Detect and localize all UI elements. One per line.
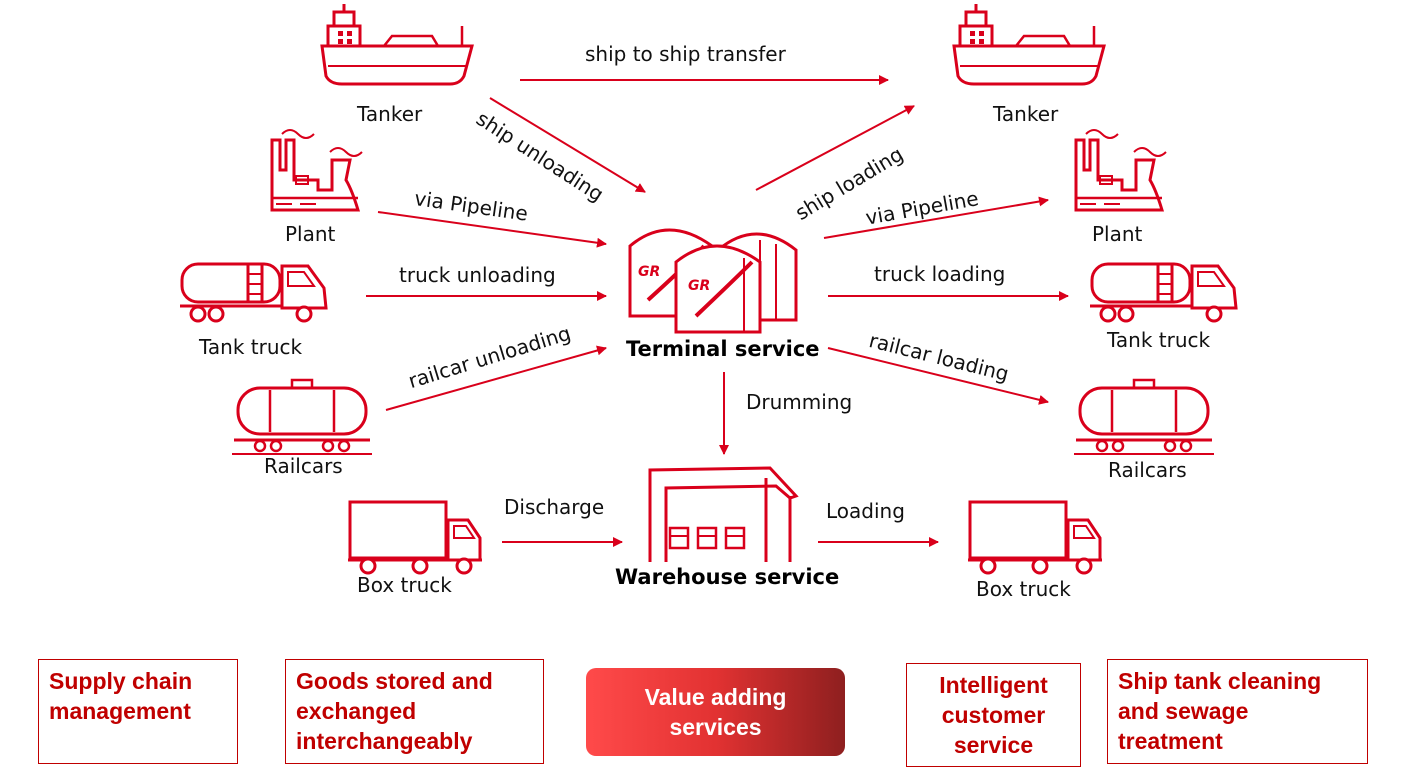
- node-plant-left: Plant: [285, 222, 336, 246]
- service-value-adding: Value adding services: [586, 668, 845, 756]
- tank-truck-left-icon: [178, 262, 328, 323]
- arrow-ship-loading: [755, 105, 915, 191]
- node-box-truck-left: Box truck: [357, 573, 452, 597]
- edge-drumming: Drumming: [746, 390, 853, 414]
- edge-loading: Loading: [826, 499, 905, 523]
- tank-logo-back: GR: [638, 264, 660, 280]
- service-goods-storage: Goods stored and exchanged interchangeab…: [285, 659, 544, 764]
- tank-truck-right-icon: [1088, 262, 1238, 323]
- node-railcars-left: Railcars: [264, 454, 343, 478]
- box-truck-right-icon: [966, 500, 1104, 575]
- arrow-ship-unloading: [489, 97, 646, 193]
- edge-ship-transfer: ship to ship transfer: [585, 42, 786, 66]
- arrow-pipeline-in: [377, 211, 607, 248]
- plant-right-icon: [1074, 128, 1168, 212]
- node-tanker-left: Tanker: [357, 102, 423, 126]
- hub-terminal-service: Terminal service: [626, 337, 820, 361]
- railcar-left-icon: [230, 378, 374, 456]
- tanker-left-icon: [320, 2, 474, 86]
- node-plant-right: Plant: [1092, 222, 1143, 246]
- edge-truck-loading: truck loading: [874, 262, 1006, 286]
- arrow-railcar-loading: [827, 347, 1049, 405]
- node-box-truck-right: Box truck: [976, 577, 1071, 601]
- box-truck-left-icon: [346, 500, 484, 575]
- arrow-pipeline-out: [823, 196, 1049, 239]
- tank-logo-front: GR: [688, 278, 710, 294]
- service-customer: Intelligent customer service: [906, 663, 1081, 767]
- node-tanker-right: Tanker: [993, 102, 1059, 126]
- flow-diagram: GR GR: [178, 2, 1238, 601]
- plant-left-icon: [270, 128, 364, 212]
- node-tank-truck-right: Tank truck: [1107, 328, 1211, 352]
- railcar-right-icon: [1072, 378, 1216, 456]
- node-tank-truck-left: Tank truck: [199, 335, 303, 359]
- edge-truck-unloading: truck unloading: [399, 263, 556, 287]
- service-ship-cleaning: Ship tank cleaning and sewage treatment: [1107, 659, 1368, 764]
- edge-discharge: Discharge: [504, 495, 605, 519]
- storage-tanks-icon: GR GR: [628, 228, 798, 334]
- warehouse-icon: [648, 466, 799, 562]
- diagram-canvas: GR GR: [178, 2, 1238, 575]
- hub-warehouse-service: Warehouse service: [615, 565, 840, 589]
- arrow-railcar-unloading: [385, 345, 607, 411]
- service-supply-chain: Supply chain management: [38, 659, 238, 764]
- node-railcars-right: Railcars: [1108, 458, 1187, 482]
- tanker-right-icon: [952, 2, 1106, 86]
